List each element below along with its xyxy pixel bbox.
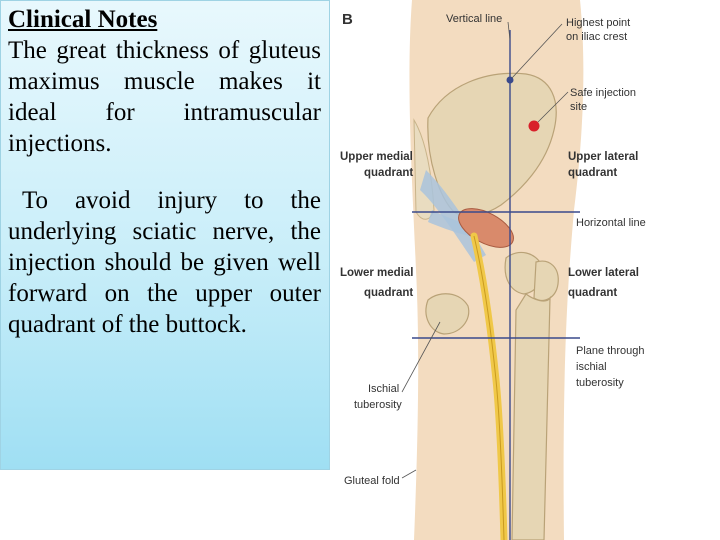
pointer-vertical-line <box>507 21 511 41</box>
safe-injection-site-dot <box>528 120 540 132</box>
label-ischial-1: Ischial <box>368 383 399 395</box>
label-lower-medial-2: quadrant <box>364 287 413 299</box>
label-upper-lateral-1: Upper lateral <box>568 151 638 163</box>
label-plane-through-3: tuberosity <box>576 377 624 389</box>
notes-paragraph-2: To avoid injury to the underlying sciati… <box>8 187 321 338</box>
figure-letter: B <box>342 11 353 28</box>
label-lower-lateral-1: Lower lateral <box>568 267 639 279</box>
ischial-tuberosity-bone <box>425 293 470 335</box>
label-upper-medial-2: quadrant <box>364 167 413 179</box>
notes-title: Clinical Notes <box>8 6 158 33</box>
pointer-safe-injection <box>537 91 569 123</box>
label-highest-point-1: Highest point <box>566 17 630 29</box>
label-upper-lateral-2: quadrant <box>568 167 617 179</box>
label-plane-through-2: ischial <box>576 361 607 373</box>
sacrotuberous-ligament <box>420 170 486 262</box>
femur-shaft <box>511 293 551 540</box>
pointer-gluteal-fold <box>401 469 417 479</box>
label-horizontal-line: Horizontal line <box>576 217 646 229</box>
label-safe-injection-2: site <box>570 101 587 113</box>
label-lower-medial-1: Lower medial <box>340 267 414 279</box>
sciatic-nerve-outline <box>473 235 505 540</box>
pointer-ischial <box>401 321 441 393</box>
label-vertical-line: Vertical line <box>446 13 502 25</box>
iliac-crest-highest-point <box>506 76 514 84</box>
label-upper-medial-1: Upper medial <box>340 151 413 163</box>
label-gluteal-fold: Gluteal fold <box>344 475 400 487</box>
label-lower-lateral-2: quadrant <box>568 287 617 299</box>
pointer-highest-point <box>511 23 563 79</box>
label-highest-point-2: on iliac crest <box>566 31 627 43</box>
label-ischial-2: tuberosity <box>354 399 402 411</box>
notes-paragraph-1: The great thickness of gluteus maximus m… <box>8 37 321 157</box>
anatomy-illustration: B Vertical line Highest point on iliac c… <box>340 0 646 540</box>
label-plane-through-1: Plane through <box>576 345 645 357</box>
label-safe-injection-1: Safe injection <box>570 87 636 99</box>
piriformis-muscle <box>458 208 514 248</box>
gluteal-injection-figure: B Vertical line Highest point on iliac c… <box>336 0 720 540</box>
clinical-notes-panel: Clinical Notes The great thickness of gl… <box>0 0 330 470</box>
